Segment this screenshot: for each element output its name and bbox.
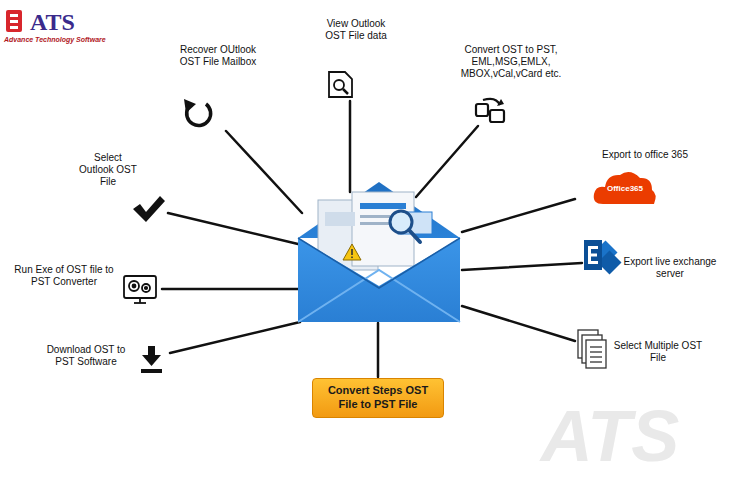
step-box: Convert Steps OST File to PST File (312, 378, 444, 418)
run-exe-icon (124, 276, 156, 303)
multiple-documents-icon (578, 330, 606, 368)
step-label: Convert OST to PST, EML,MSG,EMLX, MBOX,v… (450, 44, 572, 80)
office365-cloud (594, 172, 656, 204)
step-label: View Outlook OST File data (322, 18, 390, 42)
icon-text: Office365 (597, 184, 653, 194)
refresh-icon (184, 99, 211, 125)
leader-lines (162, 101, 582, 377)
step-text: Convert Steps OST File to PST File (321, 384, 435, 412)
checkmark-icon (133, 196, 165, 222)
convert-icon (476, 99, 504, 122)
watermark: ATS (500, 400, 720, 472)
step-label: Export live exchange server (620, 256, 720, 280)
step-label: Download OST to PST Software (40, 344, 132, 368)
envelope-icon (298, 182, 460, 322)
step-label: Recover OUtlook OST File Mailbox (178, 44, 258, 68)
logo-subtitle: Advance Technology Software (4, 36, 134, 44)
logo-icon (6, 10, 22, 32)
view-icon (329, 72, 352, 97)
step-label: Select Outlook OST File (76, 152, 140, 188)
step-label: Select Multiple OST File (612, 340, 704, 364)
logo-text: ATS (30, 8, 100, 37)
exchange-icon (584, 240, 622, 275)
download-icon (141, 346, 162, 373)
step-label: Export to office 365 (585, 149, 705, 161)
step-label: Run Exe of OST file to PST Converter (14, 264, 114, 288)
